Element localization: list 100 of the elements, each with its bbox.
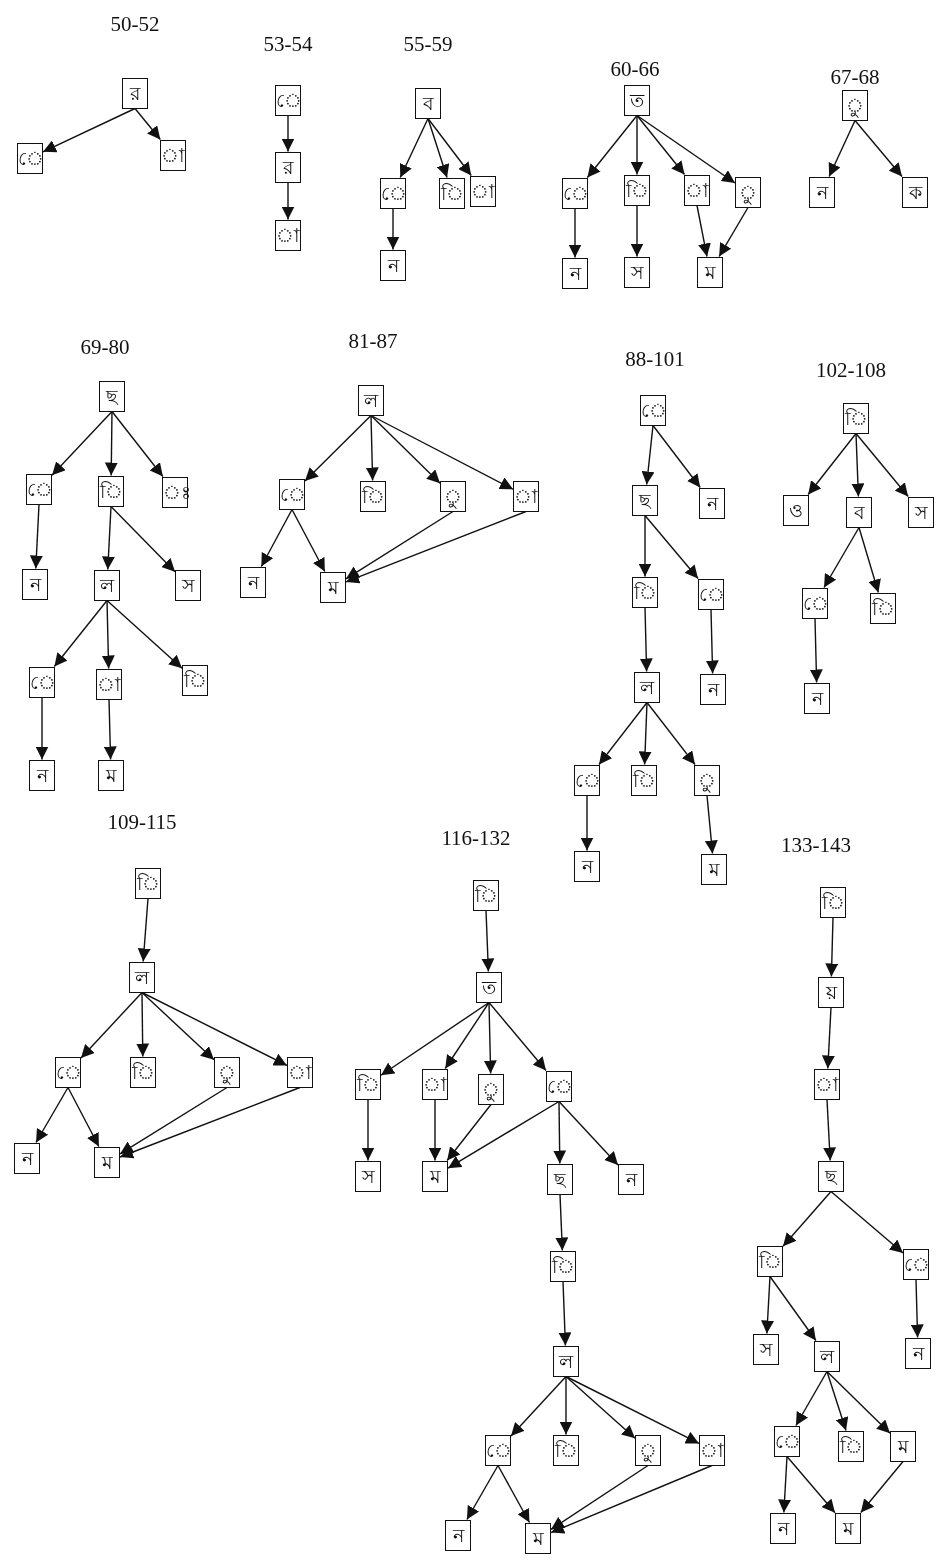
arrow	[399, 117, 429, 179]
letter-box: ন	[618, 1163, 644, 1195]
arrow	[101, 505, 115, 571]
letter-box: ি	[360, 480, 386, 512]
letter-box: ি	[473, 879, 499, 911]
letter-box: া	[814, 1068, 840, 1100]
letter-box: ি	[843, 402, 869, 434]
letter-box: া	[422, 1068, 448, 1100]
arrow	[851, 432, 865, 498]
arrow	[830, 1190, 904, 1254]
arrow	[260, 508, 293, 568]
arrow	[42, 107, 136, 153]
letter-box: স	[175, 569, 201, 601]
letter-box: ে	[55, 1056, 81, 1088]
arrow	[828, 119, 856, 178]
letter-box: ছ	[818, 1160, 844, 1192]
letter-box: স	[753, 1333, 779, 1365]
arrow	[136, 991, 150, 1058]
arrow	[822, 1006, 835, 1070]
arrow	[497, 1464, 531, 1524]
letter-box: ম	[835, 1512, 861, 1544]
letter-box: ে	[698, 578, 724, 610]
arrow	[558, 1280, 572, 1347]
arrow	[598, 701, 648, 766]
arrow	[823, 1098, 836, 1162]
letter-box: স	[624, 256, 650, 288]
letter-box: ে	[574, 764, 600, 796]
letter-box: ন	[699, 487, 725, 519]
letter-box: ম	[94, 1146, 120, 1178]
arrow	[761, 1275, 775, 1335]
arrow	[807, 432, 857, 496]
arrow	[141, 991, 215, 1061]
letter-box: া	[684, 174, 710, 206]
letter-box: ে	[562, 177, 588, 209]
letter-box: ন	[14, 1142, 40, 1174]
letter-box: ি	[439, 177, 465, 209]
letter-box: ন	[574, 850, 600, 882]
letter-box: র	[122, 77, 148, 109]
arrow	[35, 696, 49, 761]
letter-box: ও	[783, 494, 809, 526]
arrow	[80, 991, 143, 1059]
letter-box: ত	[624, 84, 650, 116]
letter-box: ে	[279, 478, 305, 510]
letter-box: ম	[98, 759, 124, 791]
arrow	[427, 117, 450, 179]
letter-box: া	[160, 139, 186, 171]
letter-box: ি	[98, 475, 124, 507]
arrow	[447, 1100, 560, 1169]
arrow	[782, 1190, 832, 1247]
arrow	[466, 1464, 499, 1521]
letter-box: ু	[478, 1073, 504, 1105]
arrow	[550, 1464, 713, 1534]
arrow	[488, 1001, 547, 1072]
arrow	[428, 1098, 442, 1162]
letter-box: ে	[802, 587, 828, 619]
letter-box: ু	[694, 764, 720, 796]
arrow	[639, 606, 653, 673]
range-label: 88-101	[625, 347, 685, 372]
letter-box: ি	[838, 1430, 864, 1462]
arrow	[641, 424, 655, 486]
arrow	[644, 514, 699, 580]
letter-box: ে	[29, 666, 55, 698]
range-label: 109-115	[107, 810, 177, 835]
letter-box: ক	[902, 176, 928, 208]
letter-box: া	[470, 175, 496, 207]
letter-box: া	[699, 1434, 725, 1466]
letter-box: ি	[632, 576, 658, 608]
letter-box: ি	[182, 664, 208, 696]
letter-box: ে	[275, 84, 301, 116]
letter-box: ত	[476, 971, 502, 1003]
arrow	[119, 1086, 301, 1159]
arrow	[380, 1001, 490, 1076]
arrow	[53, 599, 108, 668]
letter-box: ন	[809, 176, 835, 208]
arrow	[103, 698, 117, 761]
arrow	[565, 1375, 636, 1440]
arrow	[345, 510, 454, 580]
arrow	[281, 181, 295, 221]
arrow	[104, 410, 118, 477]
letter-box: ু	[735, 176, 761, 208]
arrow	[110, 505, 176, 573]
letter-box: ন	[240, 566, 266, 598]
range-label: 69-80	[80, 335, 130, 360]
letter-box: ি	[135, 867, 161, 899]
arrow	[101, 599, 115, 670]
arrow	[35, 1086, 69, 1144]
letter-box: ছ	[99, 380, 125, 412]
arrow	[638, 701, 652, 766]
letter-box: ি	[130, 1056, 156, 1088]
arrow	[652, 424, 701, 489]
letter-box: ে	[774, 1425, 800, 1457]
arrow	[704, 794, 718, 855]
letter-box: ব	[846, 496, 872, 528]
arrow	[51, 410, 113, 476]
arrow	[29, 503, 43, 570]
arrow	[568, 207, 582, 259]
letter-box: ু	[635, 1434, 661, 1466]
arrow	[630, 204, 644, 258]
letter-box: ল	[553, 1345, 579, 1377]
arrow	[345, 510, 527, 584]
